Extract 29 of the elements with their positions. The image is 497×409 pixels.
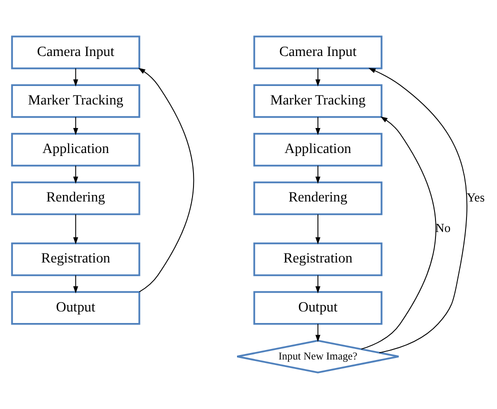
node-box: Rendering — [253, 182, 382, 216]
node-box: Marker Tracking — [11, 84, 140, 118]
node-box: Camera Input — [253, 36, 382, 70]
arrow — [73, 165, 78, 184]
node-box: Camera Input — [11, 36, 140, 70]
node-box: Rendering — [11, 182, 140, 216]
arrow — [315, 274, 320, 294]
arrow — [315, 68, 320, 86]
arrow — [73, 68, 78, 86]
arrow — [368, 68, 468, 354]
arrow — [73, 116, 78, 136]
arrow — [73, 214, 78, 244]
arrow — [73, 274, 78, 294]
arrow — [315, 165, 320, 184]
arrow — [315, 323, 320, 342]
edge-label: Yes — [466, 190, 485, 205]
node-box: Output — [11, 291, 140, 325]
node-box: Application — [253, 132, 382, 166]
arrow — [315, 116, 320, 136]
node-diamond: Input New Image? — [236, 340, 400, 374]
node-box: Marker Tracking — [253, 84, 382, 118]
node-box: Application — [11, 132, 140, 166]
arrow — [360, 116, 436, 350]
arrow — [315, 214, 320, 244]
node-box: Registration — [253, 242, 382, 276]
node-box: Registration — [11, 242, 140, 276]
edge-label: No — [435, 221, 451, 236]
node-box: Output — [253, 291, 382, 325]
arrow — [138, 68, 194, 292]
